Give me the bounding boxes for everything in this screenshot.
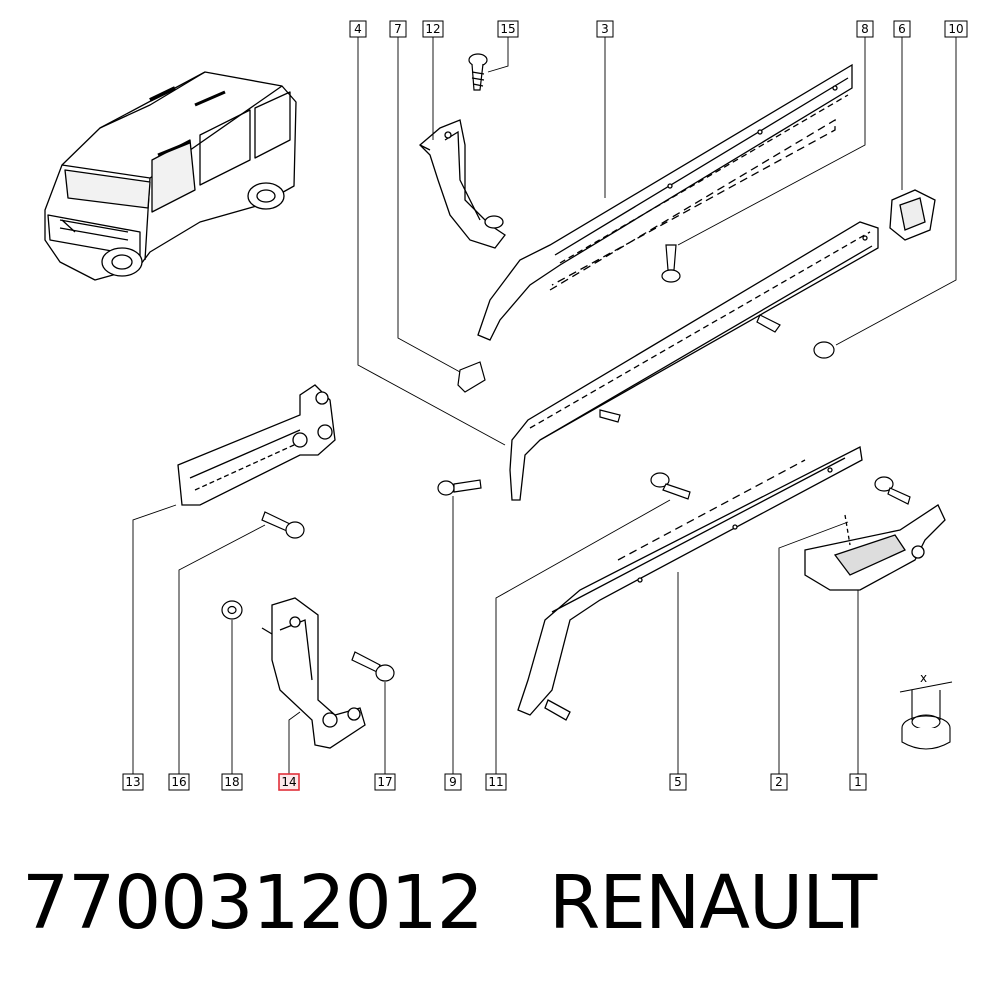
part-1-latch xyxy=(804,504,946,591)
part-4-rail xyxy=(509,221,879,501)
part-6-clip xyxy=(889,189,936,241)
callout-1: 1 xyxy=(849,773,867,791)
callout-4: 4 xyxy=(349,20,367,38)
part-footer: 7700312012 RENAULT xyxy=(22,860,878,950)
leader-lines xyxy=(132,37,957,782)
callout-3: 3 xyxy=(596,20,614,38)
part-number: 7700312012 xyxy=(22,860,484,946)
callout-1-label: 1 xyxy=(854,775,862,789)
callout-11-label: 11 xyxy=(488,775,503,789)
callout-3-label: 3 xyxy=(601,22,609,36)
part-17-screw xyxy=(351,651,395,682)
callout-17: 17 xyxy=(374,773,396,791)
part-9-screw xyxy=(437,409,621,496)
part-14-bracket xyxy=(261,597,366,749)
callouts-top: 4 7 12 15 3 8 6 10 xyxy=(349,20,968,38)
callout-18: 18 xyxy=(221,773,243,791)
callout-8-label: 8 xyxy=(861,22,869,36)
part-18-nut xyxy=(221,600,243,620)
callouts-bottom: 13 16 18 14 17 9 11 5 xyxy=(122,773,867,791)
callout-13-label: 13 xyxy=(125,775,140,789)
part-13-bracket xyxy=(177,384,336,506)
callout-18-label: 18 xyxy=(224,775,239,789)
van-illustration xyxy=(44,71,297,281)
callout-14-highlighted: 14 xyxy=(278,773,300,791)
part-16-screw xyxy=(261,511,305,539)
callout-15: 15 xyxy=(497,20,519,38)
part-5-lower-rail xyxy=(517,446,863,721)
part-8-screw xyxy=(661,244,681,283)
callout-9: 9 xyxy=(444,773,462,791)
part-7-clip xyxy=(457,361,486,393)
callout-11: 11 xyxy=(485,773,507,791)
callout-4-label: 4 xyxy=(354,22,362,36)
dimension-label: x xyxy=(920,671,927,685)
brand-name: RENAULT xyxy=(548,860,878,946)
callout-16: 16 xyxy=(168,773,190,791)
part-11-screw xyxy=(650,472,911,505)
callout-5: 5 xyxy=(669,773,687,791)
callout-12: 12 xyxy=(422,20,444,38)
part-3-upper-rail xyxy=(477,63,853,341)
callout-8: 8 xyxy=(856,20,874,38)
callout-14-label: 14 xyxy=(281,775,296,789)
callout-6: 6 xyxy=(893,20,911,38)
callout-2: 2 xyxy=(770,773,788,791)
callout-10-label: 10 xyxy=(948,22,963,36)
callout-15-label: 15 xyxy=(500,22,515,36)
part-12-bracket xyxy=(419,119,506,249)
callout-9-label: 9 xyxy=(449,775,457,789)
callout-13: 13 xyxy=(122,773,144,791)
callout-12-label: 12 xyxy=(425,22,440,36)
callout-5-label: 5 xyxy=(674,775,682,789)
callout-7: 7 xyxy=(389,20,407,38)
part-10-nut xyxy=(756,314,835,359)
callout-16-label: 16 xyxy=(171,775,186,789)
callout-6-label: 6 xyxy=(898,22,906,36)
callout-17-label: 17 xyxy=(377,775,392,789)
callout-7-label: 7 xyxy=(394,22,402,36)
callout-10: 10 xyxy=(944,20,968,38)
nut-dimension-detail: x xyxy=(899,671,953,750)
part-15-screw xyxy=(468,53,488,91)
callout-2-label: 2 xyxy=(775,775,783,789)
